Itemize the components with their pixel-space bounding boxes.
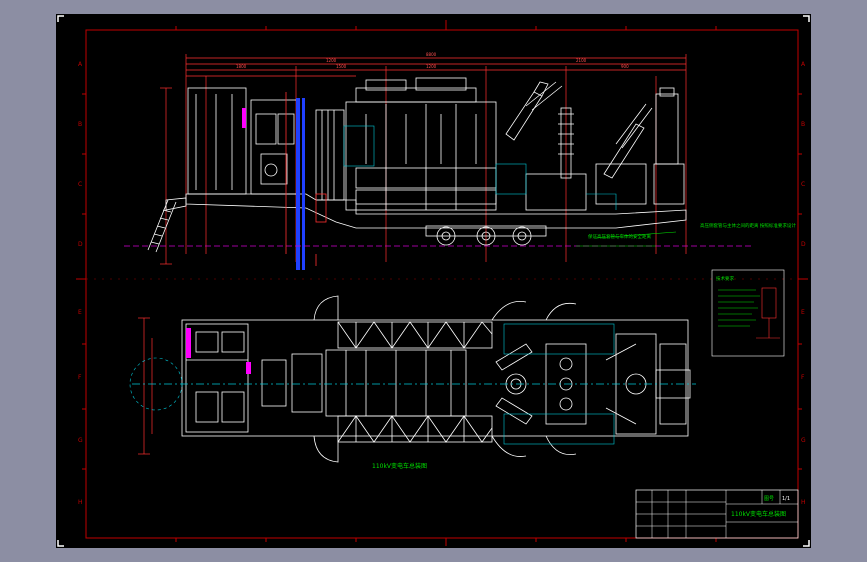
dim-5: 1200 bbox=[426, 64, 437, 69]
title-block-grid bbox=[636, 490, 798, 538]
zone-left-d: D bbox=[78, 241, 83, 248]
zone-letters: A B C D E F G H A B C D E F G H bbox=[78, 61, 806, 506]
drawing-canvas: A B C D E F G H A B C D E F G H bbox=[56, 14, 811, 548]
corner-marks bbox=[57, 15, 810, 547]
dim-6: 900 bbox=[621, 64, 629, 69]
zone-right-b: B bbox=[801, 121, 805, 128]
magenta-marker-top bbox=[242, 108, 246, 128]
zone-left-f: F bbox=[78, 374, 82, 381]
zone-right-f: F bbox=[801, 374, 805, 381]
zone-right-d: D bbox=[801, 241, 806, 248]
magenta-marker-plan-mid bbox=[246, 362, 251, 374]
zone-left-c: C bbox=[78, 181, 82, 188]
plan-chassis bbox=[181, 295, 691, 463]
legend-box: 技术要求 bbox=[711, 269, 785, 357]
note-2: 保证高压套管与车体的安全距离 bbox=[588, 233, 651, 240]
title-block-name: 110kV变电车总装图 bbox=[731, 510, 786, 518]
zone-left-e: E bbox=[78, 309, 82, 316]
legend-title: 技术要求 bbox=[716, 275, 734, 282]
zone-right-h: H bbox=[801, 499, 806, 506]
drawing-border bbox=[85, 29, 799, 539]
dim-2: 2100 bbox=[576, 58, 587, 63]
plan-label: 110kV变电车总装图 bbox=[372, 462, 427, 470]
dim-4: 1500 bbox=[336, 64, 347, 69]
zone-right-a: A bbox=[801, 61, 806, 68]
note-leaders bbox=[576, 231, 677, 247]
plan-dimensions bbox=[138, 317, 153, 455]
drawing-sheet: A B C D E F G H A B C D E F G H bbox=[56, 14, 811, 548]
zone-left-a: A bbox=[78, 61, 83, 68]
note-1: 高压侧套管与主体之间的距离 按照标准要求设计 bbox=[700, 222, 796, 229]
cyan-accents bbox=[343, 125, 617, 210]
blue-grounding-column bbox=[296, 98, 305, 270]
zone-left-h: H bbox=[78, 499, 83, 506]
title-block: 110kV变电车总装图 图号 1/1 bbox=[635, 489, 799, 539]
zone-right-c: C bbox=[801, 181, 805, 188]
legend-lines bbox=[718, 289, 760, 327]
zone-left-b: B bbox=[78, 121, 82, 128]
legend-symbol bbox=[756, 287, 780, 339]
dim-overall: 8800 bbox=[426, 52, 437, 57]
red-markers bbox=[285, 92, 327, 266]
title-block-mark: 图号 bbox=[764, 496, 774, 502]
zone-right-e: E bbox=[801, 309, 805, 316]
zone-ticks bbox=[76, 20, 808, 546]
top-dimension-lines bbox=[185, 54, 687, 262]
left-vertical-dims bbox=[160, 87, 172, 265]
sheet-background bbox=[56, 14, 811, 548]
zone-left-g: G bbox=[78, 437, 83, 444]
side-elevation-view: 8800 1200 2100 1800 1500 1200 900 bbox=[124, 52, 796, 270]
plan-cyan-details bbox=[129, 323, 615, 445]
plan-view: 110kV变电车总装图 bbox=[129, 295, 696, 470]
dim-3: 1800 bbox=[236, 64, 247, 69]
title-block-sheet: 1/1 bbox=[782, 496, 790, 502]
top-dimension-values: 8800 1200 2100 1800 1500 1200 900 bbox=[236, 52, 629, 69]
dim-1: 1200 bbox=[326, 58, 337, 63]
trailer-outline bbox=[147, 77, 687, 253]
magenta-marker-plan-left bbox=[186, 328, 191, 358]
zone-right-g: G bbox=[801, 437, 806, 444]
